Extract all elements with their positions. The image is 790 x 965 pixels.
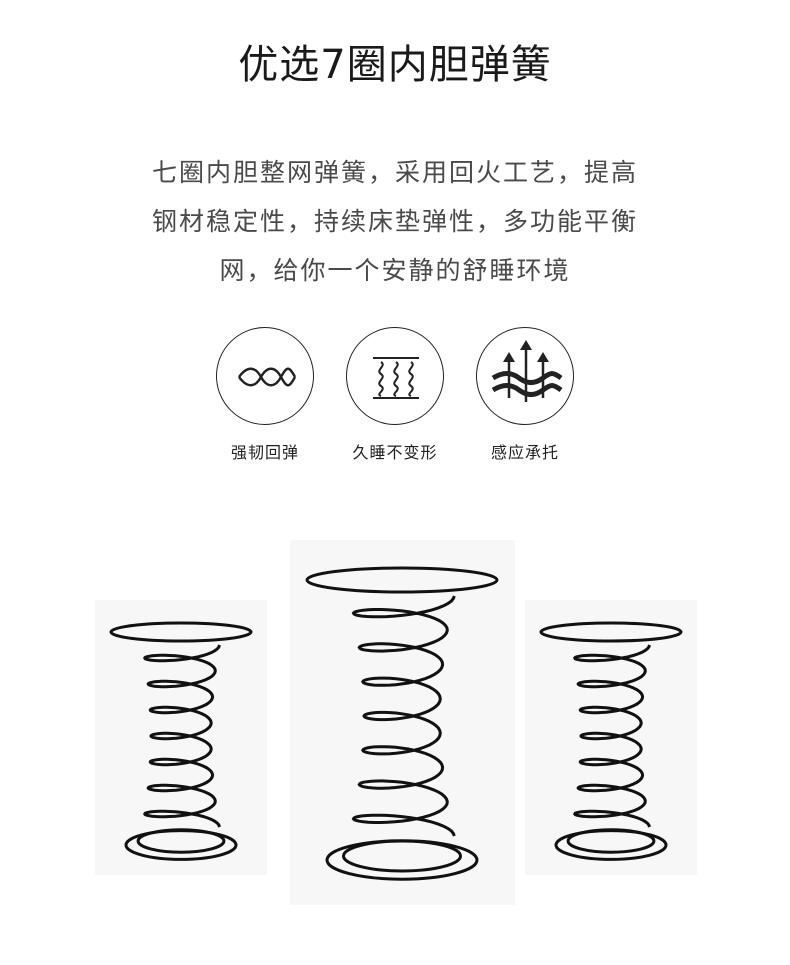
spring-coil [573, 644, 651, 828]
feature-no-deform: 久睡不变形 [330, 327, 460, 463]
right-spring-panel [525, 600, 697, 875]
support-arrows-icon [491, 340, 563, 402]
center-spring-image [305, 566, 499, 881]
spring-bottom-ring [342, 839, 462, 873]
feature-strong-rebound: 强韧回弹 [200, 327, 330, 463]
description: 七圈内胆整网弹簧，采用回火工艺，提高 钢材稳定性，持续床垫弹性，多功能平衡 网，… [120, 148, 670, 295]
spring-coil [143, 644, 221, 828]
left-spring-panel [95, 600, 267, 875]
page-title: 优选7圈内胆弹簧 [238, 42, 552, 88]
spring-stack-icon [373, 357, 419, 399]
spring-top-ring [109, 621, 253, 643]
spring-coil [351, 595, 456, 837]
description-line: 七圈内胆整网弹簧，采用回火工艺，提高 [151, 158, 638, 187]
right-spring-image [539, 621, 683, 861]
spring-bottom-ring [566, 828, 656, 854]
wave-coil-icon [238, 367, 297, 387]
spring-top-ring [305, 566, 499, 594]
description-line: 钢材稳定性，持续床垫弹性，多功能平衡 [151, 207, 638, 236]
left-spring-image [109, 621, 253, 861]
feature-label: 强韧回弹 [230, 443, 299, 462]
spring-top-ring [539, 621, 683, 643]
feature-label: 久睡不变形 [352, 443, 438, 462]
center-spring-panel [290, 540, 515, 905]
feature-label: 感应承托 [490, 443, 559, 462]
spring-bottom-ring [325, 839, 479, 881]
description-line: 网，给你一个安静的舒睡环境 [219, 256, 571, 285]
feature-sensing-support: 感应承托 [460, 327, 590, 463]
spring-bottom-ring [136, 828, 226, 854]
feature-row: 强韧回弹 久睡不变形 感应 [0, 327, 790, 467]
